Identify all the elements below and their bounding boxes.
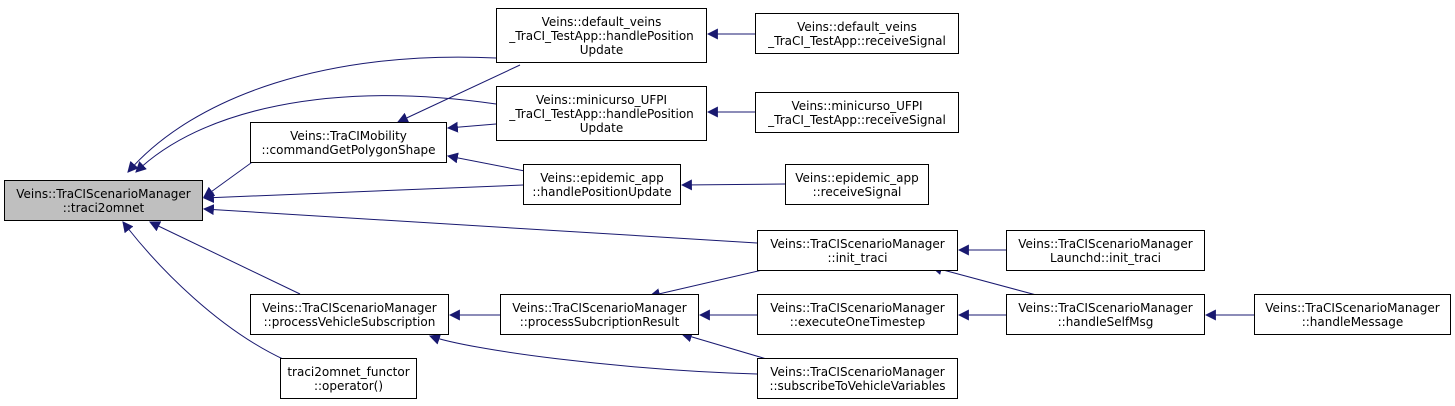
node-label: Veins::TraCIScenarioManager ::traci2omne…	[16, 186, 191, 215]
node-launchd-init-traci[interactable]: Veins::TraCIScenarioManager Launchd::ini…	[1006, 230, 1205, 271]
node-label: traci2omnet_functor ::operator()	[287, 364, 410, 393]
node-label: Veins::TraCIScenarioManager ::processSub…	[512, 300, 687, 329]
edge-n16-to-n11	[680, 331, 771, 361]
node-epidemic-handle-position-update[interactable]: Veins::epidemic_app ::handlePositionUpda…	[523, 164, 681, 205]
node-label: Veins::TraCIScenarioManager ::executeOne…	[770, 300, 945, 329]
node-init-traci[interactable]: Veins::TraCIScenarioManager ::init_traci	[757, 230, 958, 271]
node-label: Veins::epidemic_app ::handlePositionUpda…	[532, 170, 672, 199]
edge-n16-to-n10	[428, 334, 758, 375]
node-default-veins-receive-signal[interactable]: Veins::default_veins _TraCI_TestApp::rec…	[755, 13, 959, 54]
node-handle-message[interactable]: Veins::TraCIScenarioManager ::handleMess…	[1254, 294, 1451, 335]
node-execute-one-timestep[interactable]: Veins::TraCIScenarioManager ::executeOne…	[757, 294, 958, 335]
edge-n7-to-n4	[680, 179, 786, 191]
edge-n10-to-n0	[149, 221, 301, 295]
node-label: Veins::TraCIScenarioManager ::processVeh…	[262, 300, 437, 329]
node-minicurso-receive-signal[interactable]: Veins::minicurso_UFPI _TraCI_TestApp::re…	[755, 92, 959, 133]
node-process-vehicle-subscription[interactable]: Veins::TraCIScenarioManager ::processVeh…	[250, 294, 449, 335]
node-label: Veins::TraCIScenarioManager Launchd::ini…	[1018, 236, 1193, 265]
node-minicurso-handle-position-update[interactable]: Veins::minicurso_UFPI _TraCI_TestApp::ha…	[496, 86, 707, 141]
node-label: Veins::minicurso_UFPI _TraCI_TestApp::ha…	[509, 92, 694, 135]
node-epidemic-receive-signal[interactable]: Veins::epidemic_app ::receiveSignal	[785, 164, 929, 205]
edge-n8-to-n0	[202, 204, 758, 244]
node-label: Veins::default_veins _TraCI_TestApp::rec…	[768, 19, 946, 48]
node-label: Veins::epidemic_app ::receiveSignal	[795, 170, 919, 199]
node-label: Veins::TraCIScenarioManager ::subscribeT…	[769, 364, 946, 393]
node-process-subcription-result[interactable]: Veins::TraCIScenarioManager ::processSub…	[500, 294, 699, 335]
edge-n2-to-n0	[127, 56, 497, 173]
node-label: Veins::TraCIScenarioManager ::init_traci	[770, 236, 945, 265]
node-label: Veins::TraCIScenarioManager ::handleMess…	[1265, 300, 1440, 329]
node-label: Veins::TraCIMobility ::commandGetPolygon…	[261, 128, 436, 157]
edge-n15-to-n0	[122, 221, 286, 361]
edge-n4-to-n0	[202, 184, 524, 204]
edge-n8-to-n11	[648, 265, 781, 300]
edge-n3-to-n0	[135, 95, 497, 173]
edge-n2-to-n1	[397, 64, 521, 123]
node-label: Veins::minicurso_UFPI _TraCI_TestApp::re…	[768, 98, 946, 127]
node-subscribe-to-vehicle-variables[interactable]: Veins::TraCIScenarioManager ::subscribeT…	[757, 358, 958, 399]
node-traci2omnet-functor-operator[interactable]: traci2omnet_functor ::operator()	[280, 358, 417, 399]
edge-n4-to-n1	[446, 152, 531, 173]
node-traci2omnet: Veins::TraCIScenarioManager ::traci2omne…	[4, 180, 203, 221]
node-handle-self-msg[interactable]: Veins::TraCIScenarioManager ::handleSelf…	[1006, 294, 1205, 335]
node-default-veins-handle-position-update[interactable]: Veins::default_veins _TraCI_TestApp::han…	[496, 8, 707, 63]
edge-n3-to-n1	[446, 121, 497, 133]
node-label: Veins::default_veins _TraCI_TestApp::han…	[509, 14, 694, 57]
node-command-get-polygon-shape[interactable]: Veins::TraCIMobility ::commandGetPolygon…	[250, 122, 447, 163]
node-label: Veins::TraCIScenarioManager ::handleSelf…	[1018, 300, 1193, 329]
edge-n13-to-n8	[930, 264, 1041, 297]
